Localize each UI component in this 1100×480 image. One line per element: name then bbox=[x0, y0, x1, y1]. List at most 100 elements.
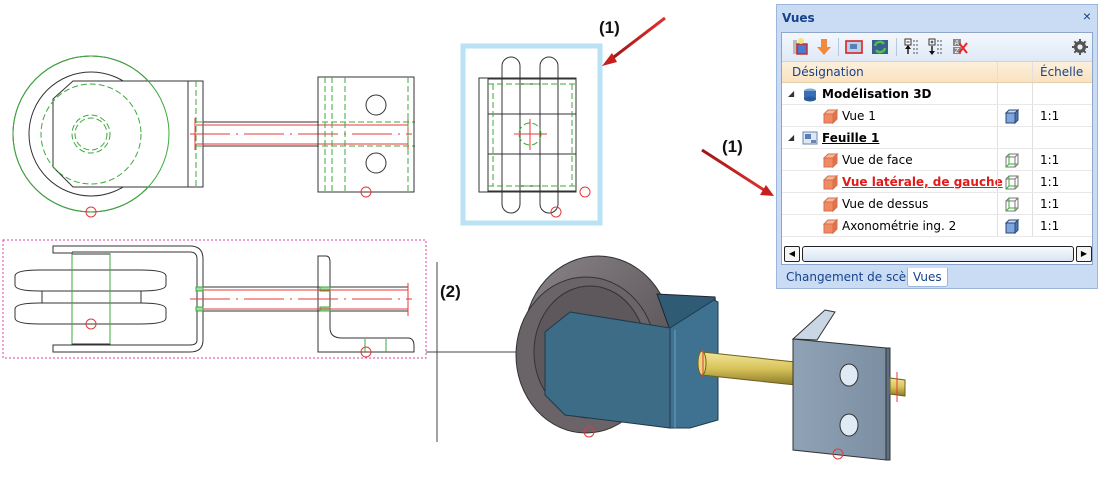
scroll-left-button[interactable]: ◀ bbox=[784, 246, 800, 262]
tab-changement-de-scene[interactable]: Changement de scène bbox=[786, 270, 922, 284]
column-divider[interactable] bbox=[997, 62, 998, 82]
scale-value: 1:1 bbox=[1040, 197, 1060, 211]
column-divider bbox=[997, 149, 998, 170]
scroll-thumb[interactable] bbox=[802, 246, 1074, 262]
view-cube-icon bbox=[822, 218, 839, 235]
view-cube-icon bbox=[822, 108, 839, 125]
new-view-icon[interactable] bbox=[790, 37, 810, 57]
scroll-right-button[interactable]: ▶ bbox=[1076, 246, 1092, 262]
selection-highlight bbox=[460, 43, 603, 226]
ref-point bbox=[85, 206, 97, 218]
column-divider bbox=[1032, 105, 1033, 126]
tree-item-label[interactable]: Vue 1 bbox=[842, 109, 876, 123]
column-divider[interactable] bbox=[1032, 62, 1033, 82]
column-divider bbox=[1032, 193, 1033, 214]
callout-arrow-top bbox=[602, 16, 666, 66]
wireframe-cube-icon bbox=[1004, 152, 1020, 168]
scale-value: 1:1 bbox=[1040, 153, 1060, 167]
plate-hole-bottom bbox=[365, 152, 387, 174]
ref-point bbox=[85, 318, 97, 330]
column-divider bbox=[1032, 215, 1033, 236]
column-divider bbox=[997, 83, 998, 104]
tree-row[interactable]: ◢ Modélisation 3D bbox=[782, 83, 1092, 105]
column-header-row: Désignation Échelle bbox=[782, 62, 1092, 83]
move-down-icon[interactable] bbox=[926, 37, 946, 57]
toolbar-separator bbox=[838, 38, 839, 56]
tree-item-label[interactable]: Feuille 1 bbox=[822, 131, 880, 145]
3d-model-icon bbox=[802, 86, 818, 102]
tree-row[interactable]: Vue de dessus 1:1 bbox=[782, 193, 1092, 215]
view-axonometric[interactable] bbox=[515, 255, 906, 461]
column-divider bbox=[997, 171, 998, 192]
view-frame-icon[interactable] bbox=[844, 37, 864, 57]
tree-item-label[interactable]: Vue latérale, de gauche bbox=[842, 175, 1003, 189]
ref-point bbox=[550, 206, 562, 218]
tree-item-label[interactable]: Vue de dessus bbox=[842, 197, 929, 211]
tree-row[interactable]: ◢ Feuille 1 bbox=[782, 127, 1092, 149]
ref-point bbox=[832, 448, 844, 460]
angle-plate-top bbox=[791, 309, 836, 341]
selection-frame bbox=[2, 239, 427, 359]
tree-row[interactable]: Vue 1 1:1 bbox=[782, 105, 1092, 127]
tree-row[interactable]: Vue latérale, de gauche 1:1 bbox=[782, 171, 1092, 193]
callout-label-1-top: (1) bbox=[599, 18, 620, 37]
toolbar-separator bbox=[896, 38, 897, 56]
scale-value: 1:1 bbox=[1040, 175, 1060, 189]
scale-value: 1:1 bbox=[1040, 109, 1060, 123]
view-side-left[interactable] bbox=[460, 43, 603, 226]
wireframe-cube-icon bbox=[1004, 196, 1020, 212]
ref-point bbox=[579, 186, 591, 198]
view-front[interactable] bbox=[12, 55, 415, 218]
import-view-arrow-icon[interactable] bbox=[814, 37, 834, 57]
move-up-icon[interactable] bbox=[902, 37, 922, 57]
tree-item-label[interactable]: Axonométrie ing. 2 bbox=[842, 219, 957, 233]
view-cube-icon bbox=[822, 196, 839, 213]
panel-title: Vues bbox=[782, 11, 815, 25]
column-divider bbox=[1032, 149, 1033, 170]
shaded-cube-icon bbox=[1004, 108, 1020, 125]
bracket-face bbox=[544, 311, 671, 429]
ref-point bbox=[583, 426, 595, 438]
tree-item-label[interactable]: Vue de face bbox=[842, 153, 913, 167]
tree-item-label[interactable]: Modélisation 3D bbox=[822, 87, 932, 101]
tree-row[interactable]: Axonométrie ing. 2 1:1 bbox=[782, 215, 1092, 237]
callout-label-1-right: (1) bbox=[722, 137, 743, 156]
expand-collapse-icon[interactable]: ◢ bbox=[788, 133, 795, 142]
ref-point bbox=[360, 186, 372, 198]
angle-plate-face bbox=[792, 338, 887, 461]
column-divider bbox=[1032, 127, 1033, 148]
column-divider bbox=[997, 127, 998, 148]
column-divider bbox=[997, 193, 998, 214]
refresh-views-icon[interactable] bbox=[870, 37, 890, 57]
column-divider bbox=[997, 105, 998, 126]
plate-hole-top bbox=[365, 94, 387, 116]
view-cube-icon bbox=[822, 174, 839, 191]
ref-point bbox=[360, 346, 372, 358]
svg-text:Z: Z bbox=[955, 47, 960, 55]
bracket-outline bbox=[52, 80, 204, 188]
column-header-scale[interactable]: Échelle bbox=[1040, 65, 1084, 79]
column-divider bbox=[1032, 171, 1033, 192]
callout-label-2: (2) bbox=[440, 282, 461, 301]
plate-hole bbox=[839, 413, 859, 437]
column-divider bbox=[997, 215, 998, 236]
tab-vues[interactable]: Vues bbox=[907, 268, 948, 287]
wireframe-cube-icon bbox=[1004, 174, 1020, 190]
sheet-icon bbox=[802, 130, 818, 146]
view-top[interactable] bbox=[2, 239, 427, 359]
tree-row[interactable]: Vue de face 1:1 bbox=[782, 149, 1092, 171]
close-icon[interactable]: × bbox=[1082, 8, 1091, 24]
angle-plate bbox=[317, 76, 415, 193]
column-header-designation[interactable]: Désignation bbox=[792, 65, 864, 79]
expand-collapse-icon[interactable]: ◢ bbox=[788, 89, 795, 98]
horizontal-scrollbar[interactable]: ◀ ▶ bbox=[784, 246, 1092, 262]
column-divider bbox=[1032, 83, 1033, 104]
settings-gear-icon[interactable] bbox=[1070, 37, 1090, 57]
scale-value: 1:1 bbox=[1040, 219, 1060, 233]
svg-text:A: A bbox=[955, 39, 960, 47]
